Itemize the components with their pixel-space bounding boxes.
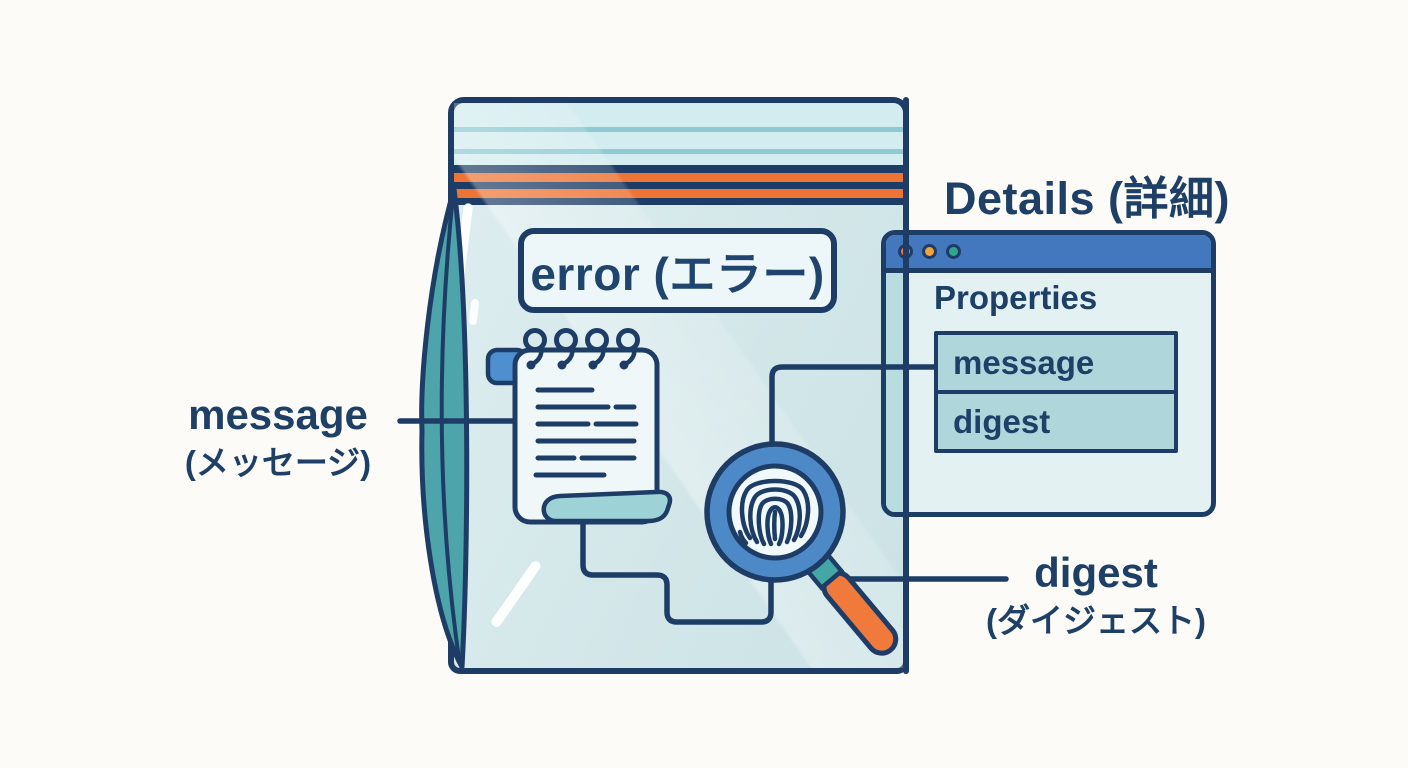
notepad-curl-base xyxy=(541,489,673,524)
notepad-to-magnifier-connector-line xyxy=(580,516,774,625)
message-callout-en: message xyxy=(188,391,368,438)
property-row-message: message xyxy=(938,335,1174,390)
fingerprint-icon xyxy=(737,478,811,547)
window-dot-minimize-icon xyxy=(922,244,937,259)
bag-stripes xyxy=(454,165,903,205)
bag-zipper-strip xyxy=(454,103,903,165)
bag-overlap-shading xyxy=(886,273,904,512)
stripe-orange xyxy=(454,189,903,198)
message-callout: message (メッセージ) xyxy=(158,391,398,482)
bag-gusset-fold xyxy=(419,186,470,670)
digest-callout-en: digest xyxy=(1034,549,1158,596)
properties-label: Properties xyxy=(934,279,1098,316)
details-window: Properties message digest xyxy=(881,230,1216,517)
zipper-line xyxy=(454,149,903,154)
stripe-navy xyxy=(454,198,903,205)
zipper-line xyxy=(454,127,903,132)
properties-table: message digest xyxy=(934,331,1178,453)
message-callout-ja: (メッセージ) xyxy=(184,444,372,482)
fingerprint-magnifier-icon xyxy=(704,441,899,656)
notepad-text-lines xyxy=(533,387,639,478)
window-dot-maximize-icon xyxy=(946,244,961,259)
digest-callout-ja: (ダイジェスト) xyxy=(986,602,1206,640)
spiral-notepad-icon xyxy=(485,328,673,525)
digest-callout: digest (ダイジェスト) xyxy=(970,549,1222,640)
notepad-spiral-binding xyxy=(523,328,640,370)
bag-title-text: error (エラー) xyxy=(530,247,825,300)
bag-title-tag: error (エラー) xyxy=(518,228,837,313)
stripe-orange xyxy=(454,173,903,182)
stripe-navy xyxy=(454,182,903,189)
window-titlebar xyxy=(886,235,1211,273)
property-row-digest: digest xyxy=(938,390,1174,449)
details-heading: Details (詳細) xyxy=(943,173,1230,224)
magnifier-to-message-row-connector-line xyxy=(769,364,937,451)
stripe-navy xyxy=(454,165,903,173)
